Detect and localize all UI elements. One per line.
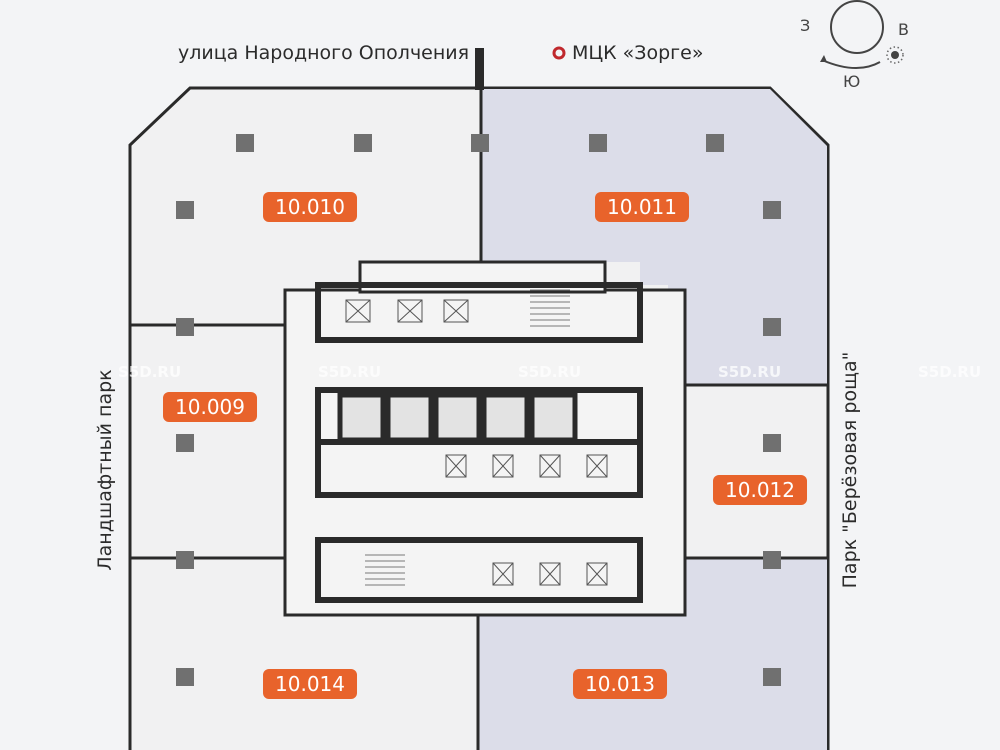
building-core bbox=[283, 260, 687, 617]
compass-west: З bbox=[800, 16, 811, 35]
sun-icon bbox=[886, 46, 904, 64]
compass-icon bbox=[820, 0, 884, 69]
compass-east: В bbox=[898, 20, 909, 39]
unit-label-10-011[interactable]: 10.011 bbox=[595, 192, 689, 222]
unit-label-10-012[interactable]: 10.012 bbox=[713, 475, 807, 505]
watermark: S5D.RU bbox=[518, 363, 582, 381]
watermark: S5D.RU bbox=[918, 363, 982, 381]
unit-label-10-009[interactable]: 10.009 bbox=[163, 392, 257, 422]
columns bbox=[176, 134, 781, 686]
metro-label: МЦК «Зорге» bbox=[572, 42, 704, 64]
unit-label-10-014[interactable]: 10.014 bbox=[263, 669, 357, 699]
wall-marker bbox=[475, 48, 484, 90]
compass-south: Ю bbox=[843, 72, 861, 91]
unit-label-10-013[interactable]: 10.013 bbox=[573, 669, 667, 699]
street-left-label: Ландшафтный парк bbox=[94, 369, 116, 571]
metro-icon bbox=[552, 46, 566, 60]
watermark: S5D.RU bbox=[718, 363, 782, 381]
unit-label-10-010[interactable]: 10.010 bbox=[263, 192, 357, 222]
street-right-label: Парк "Берёзовая роща" bbox=[839, 351, 861, 589]
unit-10-011-area bbox=[481, 89, 827, 385]
watermark: S5D.RU bbox=[318, 363, 382, 381]
street-top-label: улица Народного Ополчения bbox=[178, 42, 470, 64]
watermark: S5D.RU bbox=[118, 363, 182, 381]
partitions bbox=[130, 88, 828, 750]
unit-10-013-area bbox=[478, 558, 827, 750]
